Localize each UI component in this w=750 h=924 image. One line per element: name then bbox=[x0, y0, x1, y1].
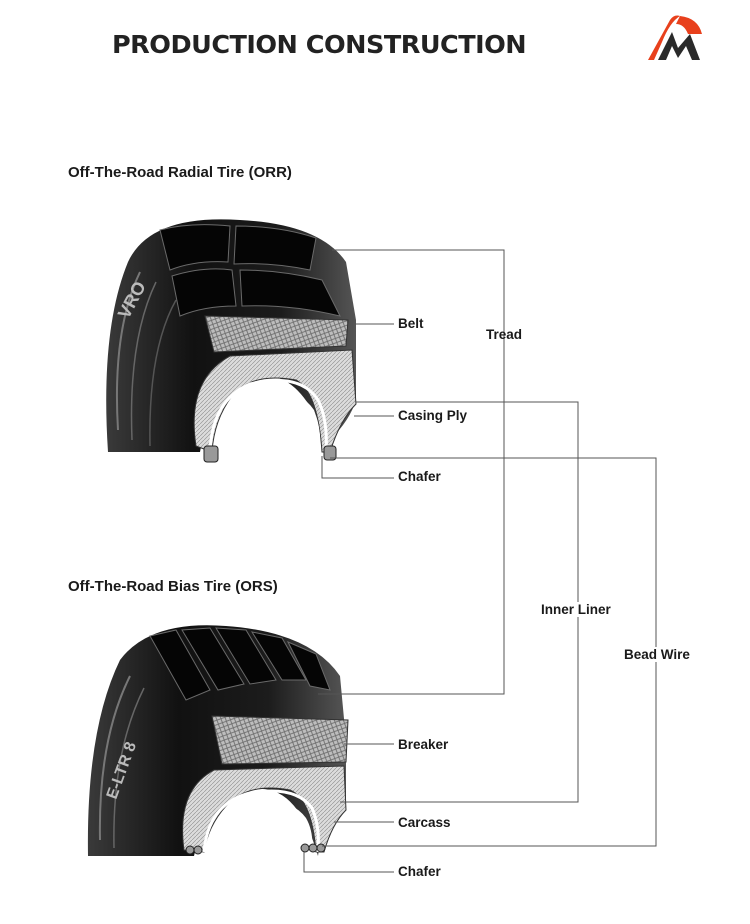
leader-lines bbox=[303, 249, 657, 873]
radial-tire-illustration: VRO bbox=[106, 219, 357, 463]
label-carcass: Carcass bbox=[398, 815, 451, 830]
label-bead-wire: Bead Wire bbox=[622, 647, 692, 662]
brand-logo-icon bbox=[648, 15, 702, 60]
label-tread: Tread bbox=[486, 327, 523, 342]
page-title: PRODUCTION CONSTRUCTION bbox=[112, 30, 527, 59]
label-chafer-bottom: Chafer bbox=[398, 864, 441, 879]
section-title-radial: Off-The-Road Radial Tire (ORR) bbox=[68, 164, 292, 181]
label-belt: Belt bbox=[398, 316, 424, 331]
label-breaker: Breaker bbox=[398, 737, 449, 752]
bias-tire-illustration: E-LTR 8 bbox=[87, 625, 349, 856]
label-chafer-top: Chafer bbox=[398, 469, 441, 484]
section-title-bias: Off-The-Road Bias Tire (ORS) bbox=[68, 578, 278, 595]
label-casing-ply: Casing Ply bbox=[398, 408, 468, 423]
label-inner-liner: Inner Liner bbox=[539, 602, 613, 617]
